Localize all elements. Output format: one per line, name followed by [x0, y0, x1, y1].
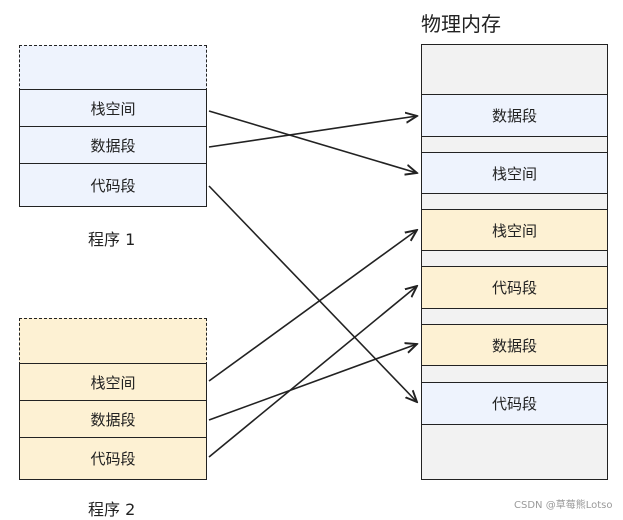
memory-data-segment-2: 数据段 [421, 324, 608, 366]
program2-stack-label: 栈空间 [90, 374, 136, 392]
memory-data-segment-2-label: 数据段 [491, 336, 537, 355]
arrow-p2-data-to-mem-data [208, 344, 417, 421]
arrow-p1-stack-to-mem-stack [208, 110, 417, 173]
memory-stack-segment-1-label: 栈空间 [491, 164, 537, 183]
memory-stack-segment-2-label: 栈空间 [491, 221, 537, 240]
program2-code-segment: 代码段 [19, 437, 207, 480]
program1-code-label: 代码段 [90, 176, 136, 195]
program2-stack-segment: 栈空间 [19, 363, 207, 402]
physical-memory-title: 物理内存 [421, 12, 501, 36]
program1-stack-segment: 栈空间 [19, 89, 207, 128]
memory-code-segment-1-label: 代码段 [491, 279, 537, 297]
program2-data-label: 数据段 [90, 411, 136, 429]
program2-free-space [19, 318, 207, 365]
program2-data-segment: 数据段 [19, 400, 207, 439]
memory-stack-segment-2: 栈空间 [421, 209, 608, 251]
program1-caption: 程序 1 [88, 230, 136, 249]
memory-code-segment-1: 代码段 [421, 266, 608, 309]
memory-stack-segment-1: 栈空间 [421, 152, 608, 194]
program1-data-label: 数据段 [90, 137, 136, 155]
program1-code-segment: 代码段 [19, 163, 207, 207]
memory-data-segment-1: 数据段 [421, 94, 608, 137]
arrow-p1-data-to-mem-data [208, 116, 417, 148]
program1-stack-label: 栈空间 [90, 100, 136, 118]
memory-code-segment-2-label: 代码段 [491, 395, 537, 413]
arrow-p2-code-to-mem-code [208, 286, 417, 458]
program2-code-label: 代码段 [90, 450, 136, 468]
memory-code-segment-2: 代码段 [421, 382, 608, 425]
arrow-p2-stack-to-mem-stack [208, 230, 417, 382]
program1-data-segment: 数据段 [19, 126, 207, 165]
program1-free-space [19, 45, 207, 91]
watermark: CSDN @草莓熊Lotso [514, 500, 613, 511]
arrow-p1-code-to-mem-code [208, 185, 417, 402]
memory-data-segment-1-label: 数据段 [491, 107, 537, 125]
